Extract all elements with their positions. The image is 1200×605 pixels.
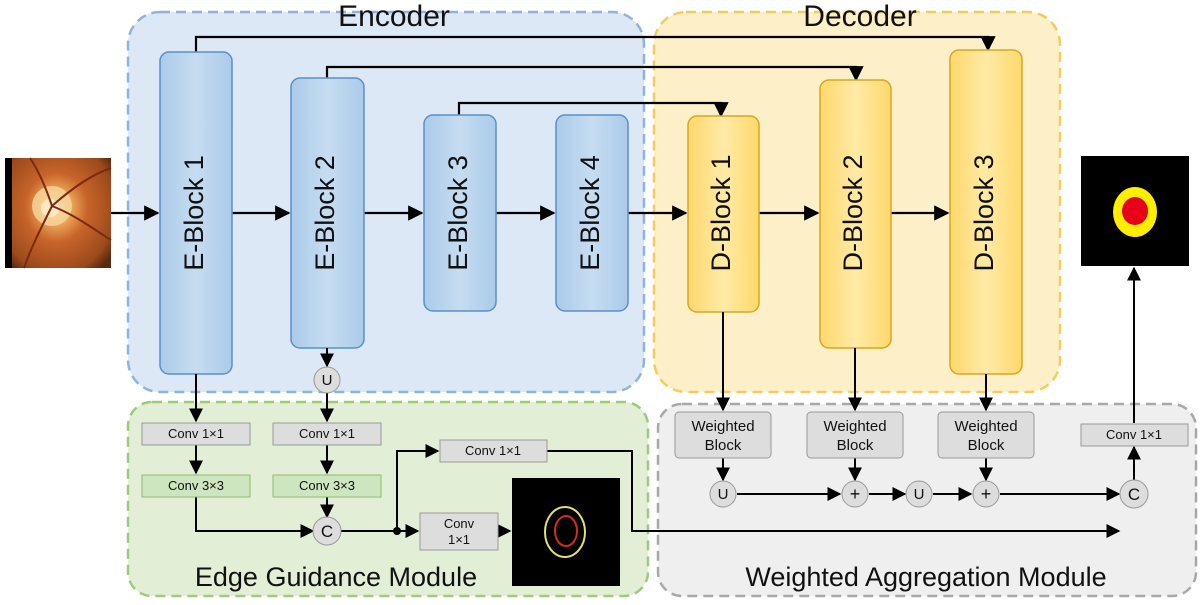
decoder-block-3: D-Block 3 [949,49,1023,375]
edge-conv1x1-upper: Conv 1×1 [439,439,548,463]
agg-upsample-1-label: U [718,486,729,503]
weighted-aggregation-title: Weighted Aggregation Module [745,562,1106,592]
encoder-block-3-label: E-Block 3 [443,155,473,271]
edge-conv3x3-a: Conv 3×3 [141,474,251,498]
weighted-block-1: Weighted Block [674,411,772,459]
edge-conv3x3-b-label: Conv 3×3 [299,478,355,493]
encoder-block-3: E-Block 3 [423,114,497,312]
edge-upsample-node: U [313,366,341,394]
aggregation-arrows [716,266,1141,501]
encoder-block-4: E-Block 4 [555,114,629,312]
edge-conv3x3-a-label: Conv 3×3 [168,478,224,493]
decoder-block-1-label: D-Block 1 [706,154,736,271]
encoder-block-1-label: E-Block 1 [179,155,209,271]
weighted-block-1-line1: Weighted [691,418,754,435]
edge-map-image [512,478,620,586]
edge-concat-node: C [312,516,342,546]
weighted-block-3-line1: Weighted [954,418,1017,435]
encoder-block-2-label: E-Block 2 [310,155,340,271]
edge-conv1x1-b-label: Conv 1×1 [299,426,355,441]
encoder-block-1: E-Block 1 [159,51,233,375]
edge-module-arrows [189,348,1121,538]
encoder-region [126,10,646,394]
weighted-block-2: Weighted Block [806,411,904,459]
agg-concat-node: C [1119,479,1149,509]
agg-add-1-label: + [850,484,861,504]
edge-upsample-label: U [322,372,333,389]
decoder-block-2: D-Block 2 [819,79,892,349]
weighted-block-2-line1: Weighted [823,418,886,435]
encoder-block-2: E-Block 2 [290,77,365,349]
agg-upsample-2-label: U [914,486,925,503]
agg-add-node-1: + [841,480,869,508]
decoder-block-1: D-Block 1 [687,115,760,313]
edge-conv-output-line1: Conv [444,516,475,531]
weighted-block-2-line2: Block [837,437,874,454]
decoder-block-3-label: D-Block 3 [969,154,999,271]
agg-conv1x1-label: Conv 1×1 [1106,427,1162,442]
weighted-block-3-line2: Block [968,437,1005,454]
output-segmentation-map [1081,156,1189,266]
edge-conv3x3-b: Conv 3×3 [272,474,382,498]
edge-conv1x1-a: Conv 1×1 [141,422,251,446]
edge-guidance-title: Edge Guidance Module [195,562,477,592]
encoder-block-4-label: E-Block 4 [575,155,605,271]
agg-upsample-node-1: U [709,480,737,508]
edge-conv1x1-b: Conv 1×1 [272,422,382,446]
agg-add-node-2: + [972,480,1000,508]
weighted-block-1-line2: Block [705,437,742,454]
edge-conv1x1-a-label: Conv 1×1 [168,426,224,441]
decoder-title: Decoder [803,0,916,33]
edge-concat-label: C [321,522,333,541]
agg-upsample-node-2: U [905,480,933,508]
branch-point [393,527,401,535]
encoder-title: Encoder [338,0,450,33]
edge-conv1x1-upper-label: Conv 1×1 [465,443,521,458]
input-fundus-image [5,157,112,269]
agg-add-2-label: + [981,484,992,504]
edge-conv1x1-output: Conv 1×1 [419,512,499,551]
skip-connections [194,35,996,118]
agg-concat-label: C [1128,485,1140,504]
decoder-block-2-label: D-Block 2 [838,154,868,271]
edge-conv-output-line2: 1×1 [448,532,470,547]
agg-conv1x1: Conv 1×1 [1080,423,1189,447]
weighted-block-3: Weighted Block [937,411,1035,459]
